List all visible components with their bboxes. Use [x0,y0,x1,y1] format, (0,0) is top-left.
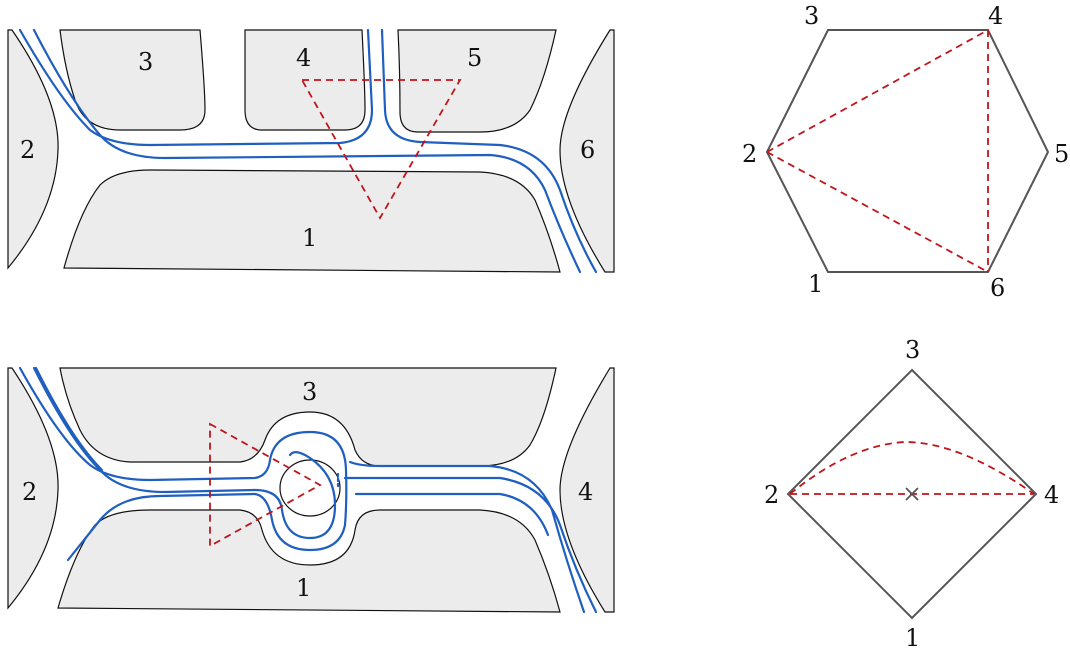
blue-curve [380,28,598,274]
region-2 [7,29,59,270]
label-4: 4 [578,478,593,506]
label-1: 1 [296,574,311,602]
bottom-right-panel: 3 2 4 1 [764,336,1059,652]
triangulation-arc [789,441,1035,495]
region-3 [59,367,557,467]
label-3: 3 [302,378,317,406]
blue-curve [32,366,337,540]
puncture-cross-icon [905,487,919,501]
triangulation-triangle [209,422,322,548]
blue-curve [18,28,374,147]
vertex-label-3: 3 [804,2,819,30]
blue-curve [34,366,104,472]
vertex-label-2: 2 [742,140,757,168]
label-1: 1 [302,224,317,252]
label-6: 6 [580,136,595,164]
vertex-label-6: 6 [990,274,1005,302]
top-right-panel: 1 2 3 4 5 6 [742,2,1069,302]
triangulation-diagonal [766,151,989,273]
region-2 [7,367,59,610]
region-1 [63,169,561,273]
diamond [786,368,1038,620]
vertex-label-4: 4 [1044,481,1059,509]
vertex-label-1: 1 [808,270,823,298]
blue-curve [348,460,586,614]
region-4 [559,367,615,613]
triangulation-triangle [300,79,462,220]
vertex-label-3: 3 [905,336,920,364]
label-2: 2 [20,136,35,164]
region-6 [559,29,615,273]
region-3 [59,29,206,131]
blue-curve [18,366,348,562]
label-5: 5 [467,44,482,72]
triangulation-diagonal [766,29,989,153]
blue-curve [354,492,550,537]
vertex-label-4: 4 [988,2,1003,30]
region-1 [57,509,561,613]
bottom-left-panel: 3 2 4 1 [7,366,615,614]
vertex-label-2: 2 [764,481,779,509]
vertex-label-1: 1 [905,624,920,652]
label-4: 4 [296,44,311,72]
vertex-label-5: 5 [1054,140,1069,168]
blue-curve [343,476,598,614]
region-5 [397,29,557,133]
hexagon [765,29,1050,273]
label-2: 2 [22,478,37,506]
label-3: 3 [138,48,153,76]
top-left-panel: 3 4 5 2 6 1 [7,28,615,274]
blue-curve [32,28,582,274]
